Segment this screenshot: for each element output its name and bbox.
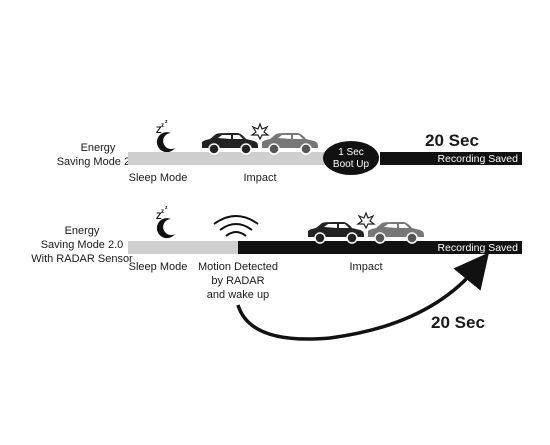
boot-up-line1: 1 Sec <box>338 147 364 158</box>
car-icon <box>367 221 425 244</box>
row2-sleep-bar <box>128 241 238 254</box>
sleep-moon-icon <box>156 205 175 239</box>
row2-label-line1: Energy <box>65 225 100 237</box>
boot-up-line2: Boot Up <box>333 159 370 170</box>
row2-label-line2: Saving Mode 2.0 <box>41 239 124 251</box>
row1-impact-label: Impact <box>243 172 276 184</box>
car-icon <box>261 132 319 155</box>
row2-impact-label: Impact <box>349 261 382 273</box>
row1-label-line1: Energy <box>81 142 116 154</box>
row2-duration: 20 Sec <box>431 313 485 332</box>
row2-sleep-label: Sleep Mode <box>129 261 188 273</box>
row2-recording-label: Recording Saved <box>437 242 518 254</box>
row1-recording-label: Recording Saved <box>437 153 518 165</box>
row-1: Energy Saving Mode 2.0 1 Sec Boot Up Rec… <box>57 119 522 184</box>
car-icon <box>201 132 259 155</box>
curved-arrow-icon <box>236 252 490 341</box>
row1-recording-bar <box>380 152 522 165</box>
row1-sleep-label: Sleep Mode <box>129 172 188 184</box>
row1-label-line2: Saving Mode 2.0 <box>57 156 140 168</box>
motion-line2: by RADAR <box>211 275 264 287</box>
car-icon <box>307 221 365 244</box>
sleep-moon-icon <box>156 119 175 153</box>
crash-burst-icon <box>357 212 375 229</box>
motion-line3: and wake up <box>207 289 269 301</box>
motion-line1: Motion Detected <box>198 261 278 273</box>
row1-duration: 20 Sec <box>425 131 479 150</box>
crash-burst-icon <box>251 123 269 140</box>
row1-sleep-bar <box>128 152 333 165</box>
row2-label-line3: With RADAR Sensor <box>31 253 133 265</box>
row-2: Energy Saving Mode 2.0 With RADAR Sensor… <box>31 205 522 341</box>
boot-up-badge <box>323 141 379 175</box>
row2-recording-bar <box>238 241 522 254</box>
radar-wave-icon <box>213 215 259 237</box>
